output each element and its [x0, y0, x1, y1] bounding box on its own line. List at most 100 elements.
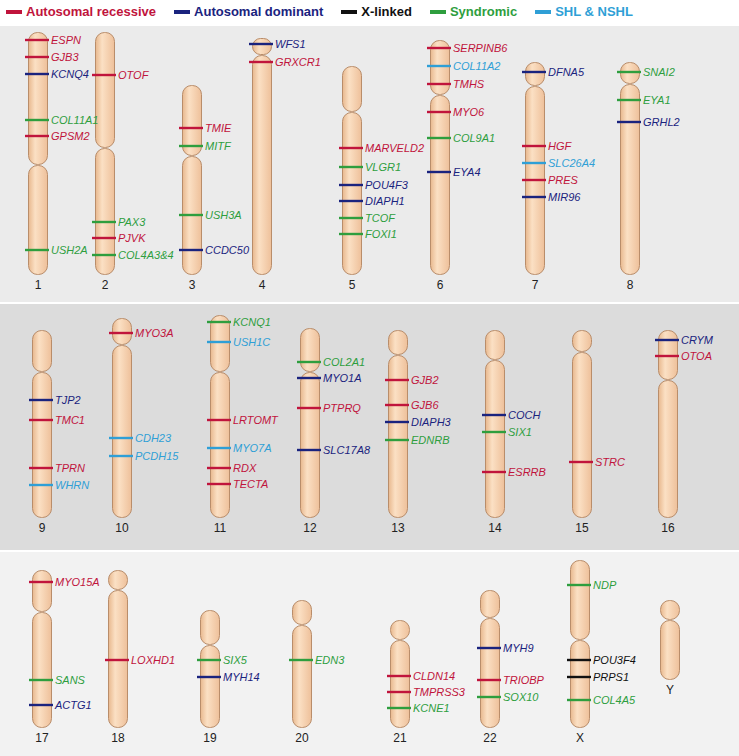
gene-band: [477, 679, 501, 681]
chromosome-q-arm: [431, 96, 450, 275]
gene-band: [482, 431, 506, 433]
gene-band: [297, 377, 321, 379]
chromosome-outline: [485, 330, 505, 518]
chromosome-q-arm: [201, 646, 220, 728]
gene-band: [385, 421, 409, 423]
gene-band: [179, 145, 203, 147]
chromosome: 19: [200, 610, 220, 728]
gene-band: [25, 39, 49, 41]
gene-label: CCDC50: [205, 244, 249, 257]
legend-swatch: [535, 10, 551, 14]
gene-label: TMPRSS3: [413, 686, 465, 699]
gene-label: EDNRB: [411, 434, 450, 447]
gene-label: SNAI2: [643, 66, 675, 79]
gene-band: [522, 162, 546, 164]
gene-label: PRES: [548, 174, 578, 187]
chromosome-outline: [658, 330, 678, 518]
legend-swatch: [341, 10, 357, 14]
chromosome-number: 15: [575, 521, 588, 535]
gene-band: [567, 676, 591, 678]
gene-label: OTOF: [118, 69, 148, 82]
chromosome-p-arm: [253, 39, 272, 55]
chromosome-number: 16: [661, 521, 674, 535]
chromosome-q-arm: [253, 56, 272, 275]
legend-text: Autosomal dominant: [194, 4, 323, 20]
chromosome-number: 21: [393, 731, 406, 745]
chromosome-outline: [660, 600, 680, 680]
gene-band: [427, 47, 451, 49]
chromosome-number: 8: [627, 278, 634, 292]
gene-band: [427, 111, 451, 113]
gene-label: KCNQ4: [51, 68, 89, 81]
gene-band: [179, 214, 203, 216]
chromosome-p-arm: [29, 33, 48, 165]
legend-text: SHL & NSHL: [555, 4, 633, 20]
gene-band: [655, 355, 679, 357]
chromosome-q-arm: [343, 113, 362, 275]
gene-band: [29, 704, 53, 706]
chromosome-outline: [112, 318, 132, 518]
gene-band: [387, 675, 411, 677]
gene-label: DFNA5: [548, 66, 584, 79]
gene-label: STRC: [595, 456, 625, 469]
chromosome-outline: [95, 32, 115, 275]
gene-band: [339, 200, 363, 202]
chromosome-outline: [342, 66, 362, 275]
chromosome-outline: [32, 330, 52, 518]
chromosome: 1: [28, 32, 48, 275]
chromosome: 17: [32, 570, 52, 728]
gene-label: CLDN14: [413, 670, 455, 683]
gene-band: [617, 121, 641, 123]
gene-label: MYO15A: [55, 576, 100, 589]
gene-label: EDN3: [315, 654, 344, 667]
gene-label: MARVELD2: [365, 142, 424, 155]
gene-label: TJP2: [55, 394, 81, 407]
gene-band: [289, 659, 313, 661]
gene-band: [249, 61, 273, 63]
chromosome-number: 19: [203, 731, 216, 745]
gene-label: FOXI1: [365, 228, 397, 241]
gene-label: MYO7A: [233, 442, 272, 455]
gene-band: [29, 581, 53, 583]
chromosome-number: 13: [391, 521, 404, 535]
gene-label: EYA1: [643, 94, 671, 107]
gene-label: ESRRB: [508, 466, 546, 479]
gene-band: [109, 455, 133, 457]
chromosome-outline: [32, 570, 52, 728]
chromosome-number: 6: [437, 278, 444, 292]
gene-label: ESPN: [51, 34, 81, 47]
chromosome-q-arm: [33, 373, 52, 518]
chromosome-outline: [182, 85, 202, 275]
chromosome-q-arm: [293, 626, 312, 728]
chromosome: 4: [252, 38, 272, 275]
gene-band: [522, 145, 546, 147]
gene-band: [92, 254, 116, 256]
gene-band: [207, 467, 231, 469]
chromosome-outline: [430, 40, 450, 275]
gene-label: PCDH15: [135, 450, 178, 463]
gene-label: MIR96: [548, 191, 580, 204]
gene-band: [617, 71, 641, 73]
gene-band: [567, 659, 591, 661]
gene-band: [569, 461, 593, 463]
chromosome-number: 22: [483, 731, 496, 745]
gene-label: GJB3: [51, 51, 79, 64]
gene-label: WFS1: [275, 38, 306, 51]
gene-band: [567, 699, 591, 701]
gene-label: POU4F3: [365, 179, 408, 192]
legend-item: Syndromic: [430, 4, 517, 20]
row-panel: [0, 552, 739, 756]
gene-label: KCNQ1: [233, 316, 271, 329]
gene-band: [655, 339, 679, 341]
legend-swatch: [6, 10, 22, 14]
gene-band: [522, 179, 546, 181]
gene-band: [29, 484, 53, 486]
gene-label: TMHS: [453, 78, 484, 91]
chromosome-p-arm: [293, 601, 312, 625]
legend-text: X-linked: [361, 4, 412, 20]
legend-swatch: [430, 10, 446, 14]
row-panel: [0, 304, 739, 550]
gene-band: [477, 647, 501, 649]
gene-label: EYA4: [453, 166, 481, 179]
gene-band: [385, 404, 409, 406]
